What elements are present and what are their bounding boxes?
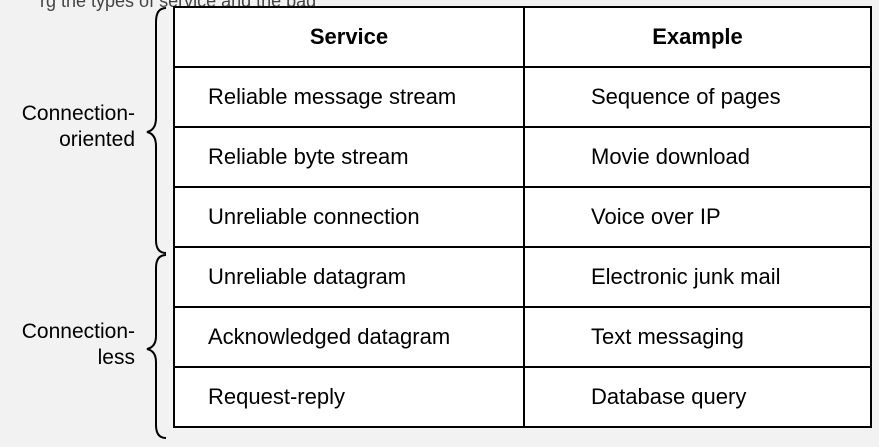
service-cell: Unreliable datagram bbox=[173, 246, 525, 308]
table-row: Reliable byte stream Movie download bbox=[173, 126, 872, 188]
column-header-service: Service bbox=[173, 6, 525, 68]
service-cell: Unreliable connection bbox=[173, 186, 525, 248]
group-label-line: Connection- bbox=[21, 320, 135, 343]
table-row: Unreliable connection Voice over IP bbox=[173, 186, 872, 248]
example-cell: Movie download bbox=[523, 126, 872, 188]
table-header-row: Service Example bbox=[173, 6, 872, 68]
example-cell: Text messaging bbox=[523, 306, 872, 368]
example-cell: Electronic junk mail bbox=[523, 246, 872, 308]
cropped-caption-text: rg the types of service and the pag bbox=[40, 0, 316, 11]
group-label-line: less bbox=[97, 346, 135, 369]
group-label-line: Connection- bbox=[21, 102, 135, 125]
example-cell: Voice over IP bbox=[523, 186, 872, 248]
service-cell: Reliable message stream bbox=[173, 66, 525, 128]
table-row: Unreliable datagram Electronic junk mail bbox=[173, 246, 872, 308]
table-row: Acknowledged datagram Text messaging bbox=[173, 306, 872, 368]
example-cell: Database query bbox=[523, 366, 872, 428]
brace-connectionless bbox=[146, 254, 167, 439]
group-label-line: oriented bbox=[59, 128, 135, 151]
table-row: Request-reply Database query bbox=[173, 366, 872, 428]
example-cell: Sequence of pages bbox=[523, 66, 872, 128]
service-cell: Reliable byte stream bbox=[173, 126, 525, 188]
service-types-table: Service Example Reliable message stream … bbox=[173, 6, 872, 428]
service-cell: Request-reply bbox=[173, 366, 525, 428]
group-label-connectionless: Connection- less bbox=[0, 319, 135, 371]
column-header-example: Example bbox=[523, 6, 872, 68]
table-row: Reliable message stream Sequence of page… bbox=[173, 66, 872, 128]
brace-connection-oriented bbox=[146, 7, 167, 254]
group-label-connection-oriented: Connection- oriented bbox=[0, 101, 135, 153]
service-cell: Acknowledged datagram bbox=[173, 306, 525, 368]
